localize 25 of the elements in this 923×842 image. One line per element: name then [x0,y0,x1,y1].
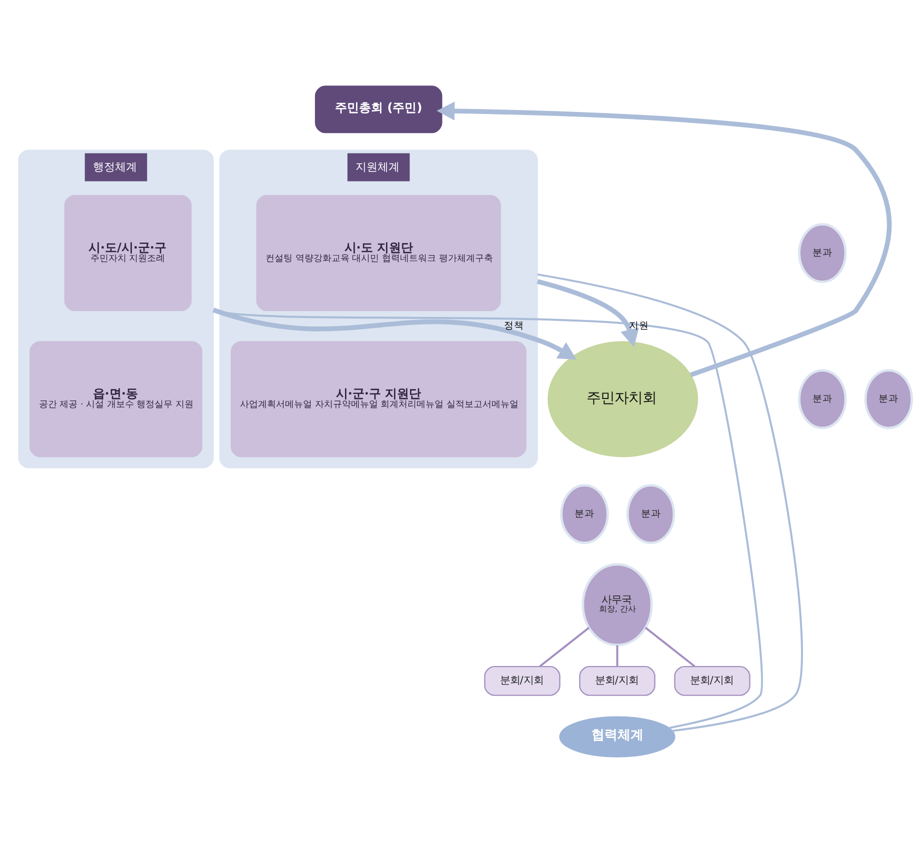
connector [644,626,695,667]
node-ellipse: 분과 [864,368,912,429]
node-box: 분회/지회 [484,665,560,696]
edge-label: 정책 [503,320,524,332]
node-ellipse: 협력체계 [558,716,675,757]
node-box: 시·도 지원단 컨설팅 역량강화교육 대시민 협력네트워크 평가체계구축 [256,194,500,311]
node-ellipse: 분과 [560,484,608,544]
node-ellipse: 분과 [798,222,846,282]
connector [536,272,802,732]
node-ellipse: 사무국 회장, 간사 [581,562,652,646]
edge-label: 지원 [628,320,649,332]
node-ellipse: 분과 [626,484,675,544]
node-box: 시·군·구 지원단 사업계획서메뉴얼 자치규약메뉴얼 회계처리메뉴얼 실적보고서메뉴얼 [230,340,526,457]
node-box: 시·도/시·군·구 주민자치 지원조례 [64,194,192,311]
connector [616,644,618,666]
node-ellipse: 분과 [798,368,846,429]
node-box: 주민총회 (주민) [314,85,442,133]
arrow [212,307,576,360]
arrow [436,101,891,377]
node-box: 읍·면·동 공간 제공 · 시설 개보수 행정실무 지원 [29,340,202,457]
arrow [536,278,638,347]
connector [212,308,762,728]
node-box: 분회/지회 [674,665,750,696]
node-box: 분회/지회 [578,665,655,696]
connector [538,626,590,667]
